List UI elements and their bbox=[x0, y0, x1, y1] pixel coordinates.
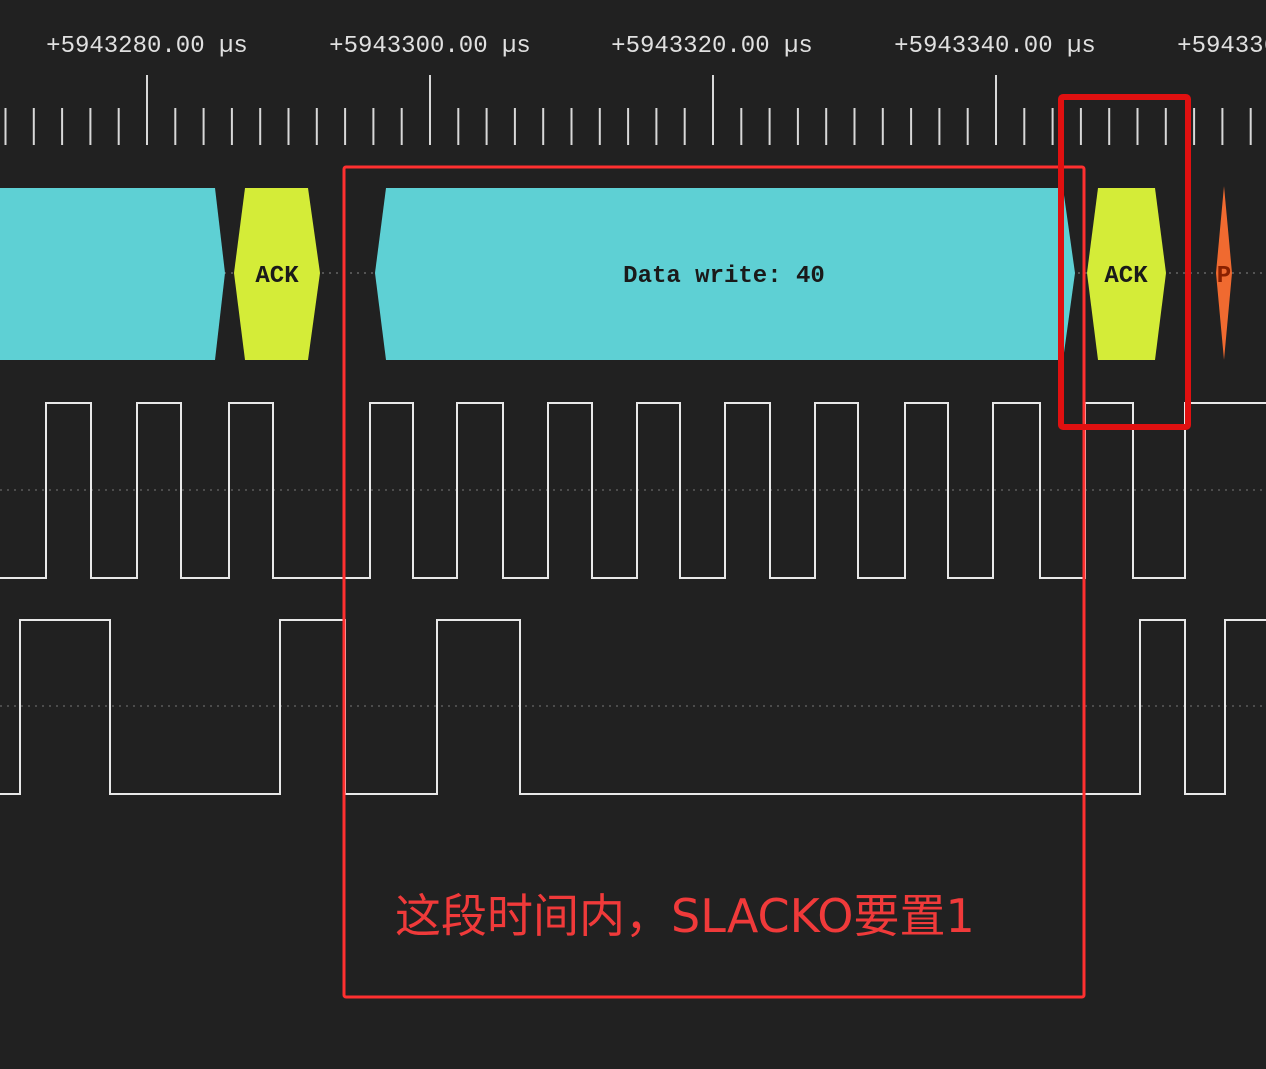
time-label: +5943280.00 µs bbox=[46, 33, 248, 60]
scl-signal bbox=[0, 402, 1266, 579]
ack-label: ACK bbox=[255, 263, 299, 290]
time-label: +5943300.00 µs bbox=[329, 33, 531, 60]
decoder-ack-segment[interactable] bbox=[1087, 188, 1166, 360]
data-write-label: Data write: 40 bbox=[623, 263, 825, 290]
highlight-box-data-period bbox=[342, 165, 1086, 999]
decoder-stop-segment[interactable] bbox=[1216, 186, 1232, 360]
sda-signal bbox=[0, 619, 1266, 795]
decoder-data-segment[interactable] bbox=[375, 188, 1075, 360]
annotation-text: 这段时间内，SLACKO要置1 bbox=[395, 889, 975, 943]
time-label: +5943320.00 µs bbox=[611, 33, 813, 60]
time-label: +5943340.00 µs bbox=[894, 33, 1096, 60]
time-ruler bbox=[4, 75, 1252, 145]
stop-label: P bbox=[1217, 263, 1231, 290]
highlight-box-ack bbox=[1058, 94, 1191, 430]
time-label: +5943360.00 µs bbox=[1177, 33, 1266, 60]
decoder-ack-segment[interactable] bbox=[234, 188, 320, 360]
decoder-data-segment[interactable] bbox=[0, 188, 225, 360]
ack-label: ACK bbox=[1104, 263, 1148, 290]
